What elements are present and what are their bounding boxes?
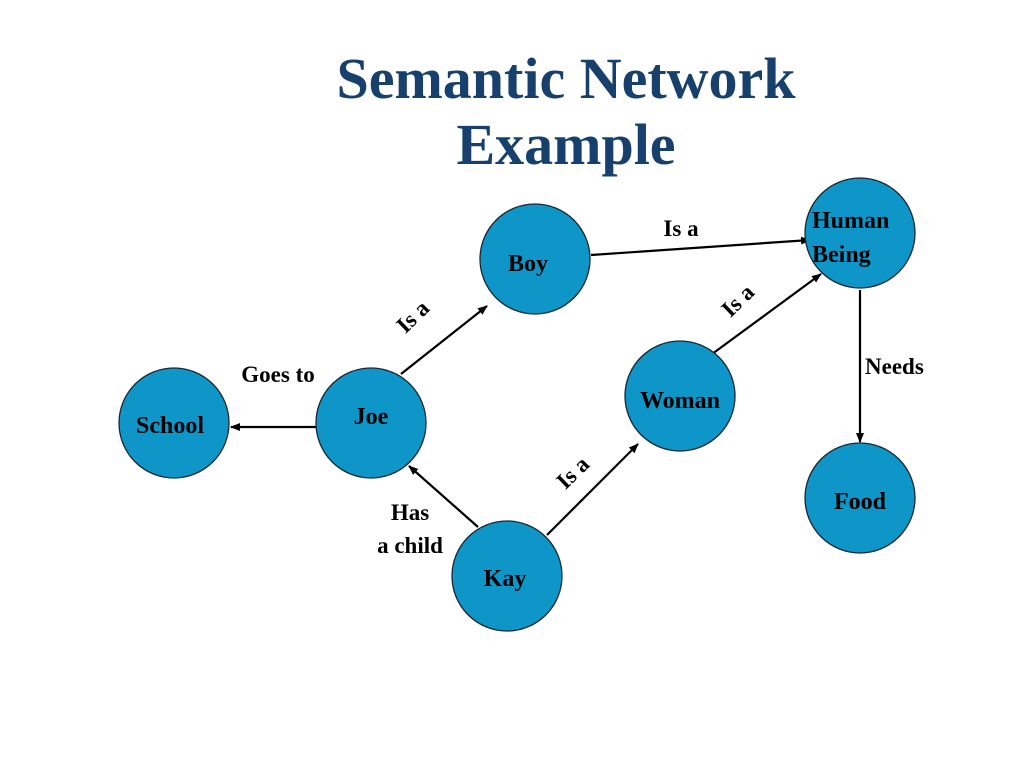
edge-label-kay-joe: Has a child [377,500,443,558]
edge-label-joe-boy: Is a [391,295,434,338]
edge-label-woman-human: Is a [716,279,759,322]
edge-label-line: Goes to [241,362,314,387]
title-line-2: Example [456,112,676,177]
edge-label-line: Is a [551,451,594,494]
edge-label-line: Is a [716,279,759,322]
node-joe: Joe [315,367,427,479]
node-label: Boy [508,251,548,277]
edge-label-boy-human: Is a [663,216,699,241]
node-circle [451,520,563,632]
node-circle [804,177,916,289]
edge-label-joe-school: Goes to [241,362,314,387]
edge-kay-joe-arrow [408,465,479,528]
edge-label-line: Is a [663,216,699,241]
node-label: Food [834,489,887,515]
edge-label-human-food: Needs [865,354,924,379]
slide-title: Semantic Network Example [0,46,1024,178]
edge-label-line: Is a [391,295,434,338]
node-circle [804,442,916,554]
title-line-1: Semantic Network [336,46,796,111]
node-boy: Boy [479,203,591,315]
node-woman: Woman [624,340,736,452]
node-circle [624,340,736,452]
node-food: Food [804,442,916,554]
edge-woman-human-arrow [707,273,822,358]
edge-kay-woman-arrow [546,443,639,536]
node-circle [479,203,591,315]
node-label: Being [812,242,871,268]
node-circle [118,367,230,479]
edge-joe-boy-arrow [400,305,488,375]
edge-label-line: a child [377,533,443,558]
node-label: Woman [640,388,720,414]
node-school: School [118,367,230,479]
edge-boy-human-arrow [590,236,811,257]
edges-layer [230,236,864,536]
node-label: Human [812,208,889,234]
node-label: School [136,413,204,439]
node-label: Kay [484,566,527,592]
edge-label-line: Has [391,500,429,525]
node-label: Joe [354,404,389,430]
edge-label-line: Needs [865,354,924,379]
node-circle [315,367,427,479]
node-kay: Kay [451,520,563,632]
edge-label-kay-woman: Is a [551,451,594,494]
